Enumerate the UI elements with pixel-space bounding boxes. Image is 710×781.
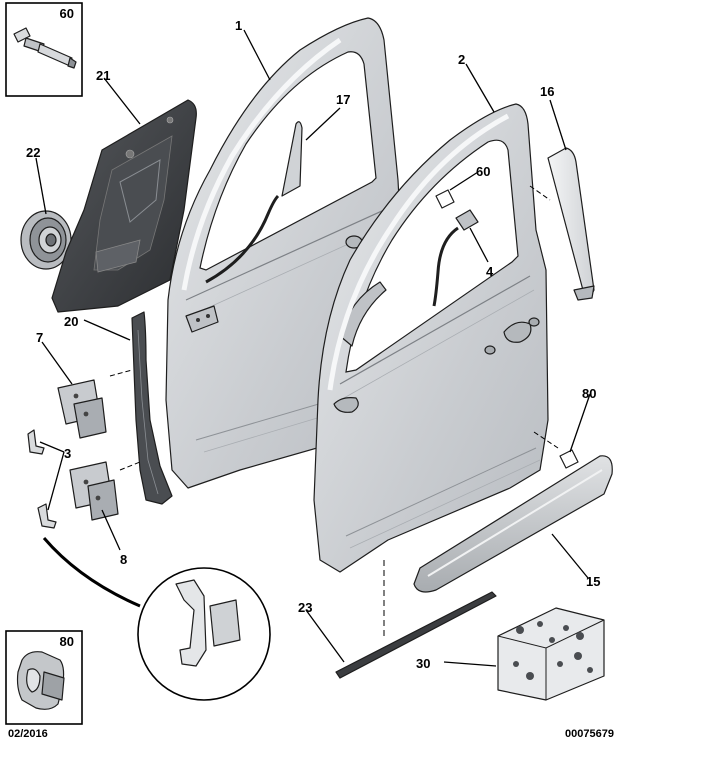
callout-23: 23: [298, 600, 312, 615]
alignment-lines: [109, 185, 559, 640]
door-seal-part: [131, 311, 173, 505]
lower-hinge-part: [69, 461, 119, 521]
footer-reference: 00075679: [565, 728, 614, 740]
callout-17: 17: [336, 92, 350, 107]
callout-16: 16: [540, 84, 554, 99]
callout-2: 2: [458, 52, 465, 67]
footer-date: 02/2016: [8, 728, 48, 740]
callout-4: 4: [486, 264, 494, 279]
hinge-clip-part: [27, 429, 57, 529]
inset-label-60: 60: [60, 6, 74, 21]
callout-80-right: 80: [582, 386, 596, 401]
inset-label-80: 80: [60, 634, 74, 649]
sill-strip-part: [335, 591, 497, 679]
clip-marker-80: [559, 449, 579, 469]
speaker-part: [20, 210, 72, 270]
window-channel-part: [205, 121, 303, 284]
bracket-part: [432, 209, 479, 307]
callout-60-right: 60: [476, 164, 490, 179]
clip-icon: [16, 651, 65, 710]
callout-8: 8: [120, 552, 127, 567]
callout-20: 20: [64, 314, 78, 329]
callout-21: 21: [96, 68, 110, 83]
rivet-icon: [13, 27, 77, 69]
rear-door-part: [313, 103, 549, 573]
callout-3: 3: [64, 446, 71, 461]
callout-labels: 1 2 16 17 60 4 21 22 20 7 3 8 80 15 23 3…: [26, 18, 600, 671]
inset-clip-80: 80: [5, 630, 83, 725]
fastener-kit-part: [497, 607, 605, 701]
upper-hinge-part: [57, 379, 107, 439]
callout-7: 7: [36, 330, 43, 345]
door-module-panel-part: [51, 99, 197, 313]
leader-lines: [35, 29, 591, 667]
clip-marker-60: [435, 189, 455, 209]
inset-rivet-60: 60: [5, 2, 83, 97]
detail-circle-spring: [42, 537, 271, 701]
pillar-trim-part: [547, 147, 595, 301]
callout-15: 15: [586, 574, 600, 589]
callout-30: 30: [416, 656, 430, 671]
door-moulding-part: [413, 455, 613, 593]
callout-22: 22: [26, 145, 40, 160]
callout-1: 1: [235, 18, 242, 33]
